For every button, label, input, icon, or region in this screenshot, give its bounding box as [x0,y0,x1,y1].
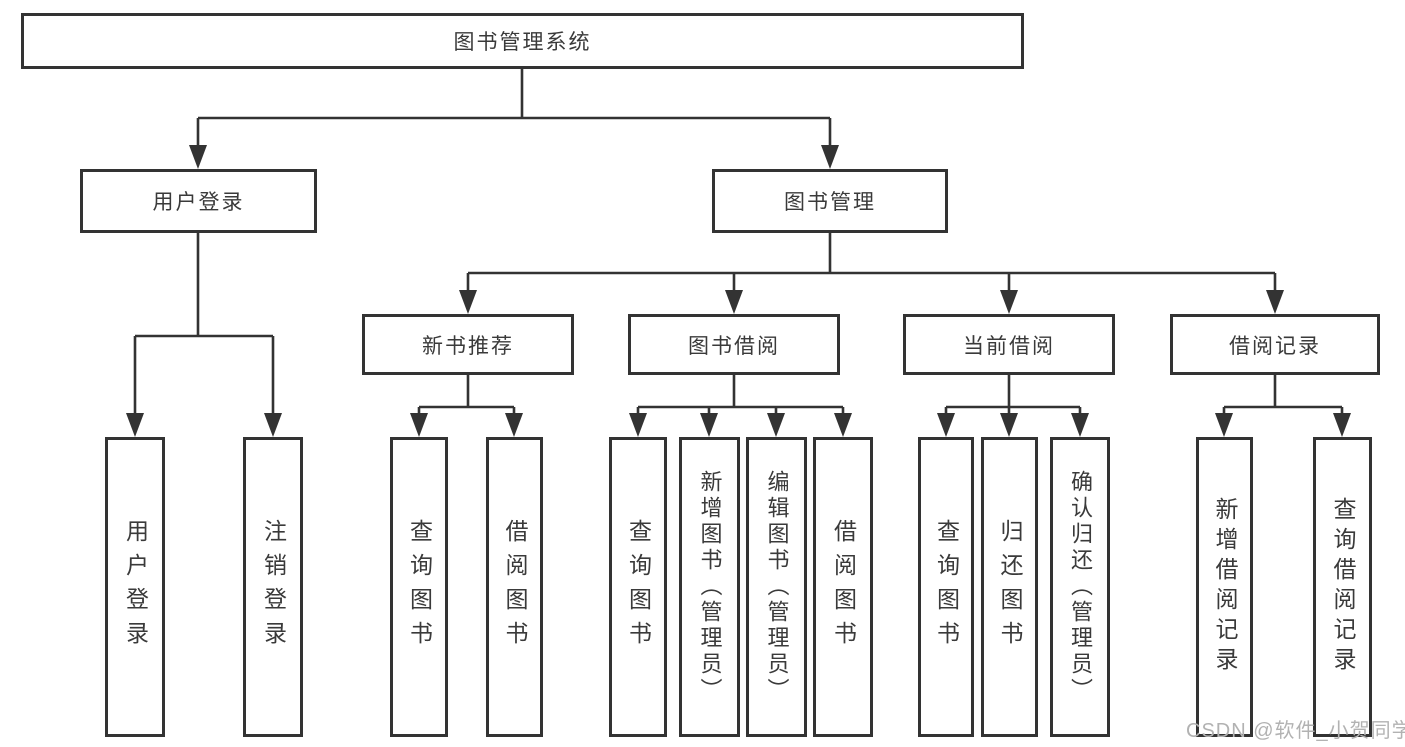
node-label: 用户登录 [152,191,245,214]
leaf-return-books: 归还图书 [981,437,1038,737]
node-root: 图书管理系统 [21,13,1024,69]
leaf-edit-books-admin: 编辑图书（管理员） [746,437,807,737]
leaf-confirm-return-admin: 确认归还（管理员） [1050,437,1110,737]
leaf-label: 注销登录 [260,519,287,655]
leaf-label: 查询图书 [625,519,652,655]
node-root-label: 图书管理系统 [453,31,592,54]
leaf-borrow-books: 借阅图书 [813,437,873,737]
node-label: 图书管理 [784,191,876,214]
node-book-management-branch: 图书管理 [712,169,948,233]
csdn-watermark: CSDN @软件_小贺同学 [1186,720,1405,742]
leaf-query-books: 查询图书 [918,437,974,737]
leaf-label: 查询图书 [406,519,433,655]
leaf-query-books: 查询图书 [390,437,448,737]
leaf-label: 查询图书 [933,519,960,655]
node-label: 新书推荐 [422,334,514,358]
leaf-query-borrow-record: 查询借阅记录 [1313,437,1372,737]
leaf-label: 用户登录 [122,519,149,655]
node-book-borrowing: 图书借阅 [628,314,840,375]
leaf-borrow-books: 借阅图书 [486,437,543,737]
node-borrowing-records: 借阅记录 [1170,314,1380,375]
leaf-logout: 注销登录 [243,437,303,737]
leaf-label: 查询借阅记录 [1330,497,1356,677]
leaf-label: 新增图书（管理员） [697,470,723,704]
leaf-label: 编辑图书（管理员） [764,470,790,704]
leaf-add-books-admin: 新增图书（管理员） [679,437,740,737]
leaf-label: 借阅图书 [502,519,528,655]
leaf-label: 确认归还（管理员） [1068,470,1093,704]
leaf-label: 新增借阅记录 [1212,497,1238,677]
leaf-user-login: 用户登录 [105,437,165,737]
node-current-borrowing: 当前借阅 [903,314,1115,375]
node-user-login-branch: 用户登录 [80,169,317,233]
node-label: 当前借阅 [963,334,1055,358]
leaf-add-borrow-record: 新增借阅记录 [1196,437,1253,737]
node-new-book-recommendation: 新书推荐 [362,314,574,375]
leaf-label: 借阅图书 [830,519,857,655]
node-label: 借阅记录 [1229,334,1321,358]
leaf-label: 归还图书 [997,519,1023,655]
leaf-query-books: 查询图书 [609,437,667,737]
node-label: 图书借阅 [688,334,780,358]
